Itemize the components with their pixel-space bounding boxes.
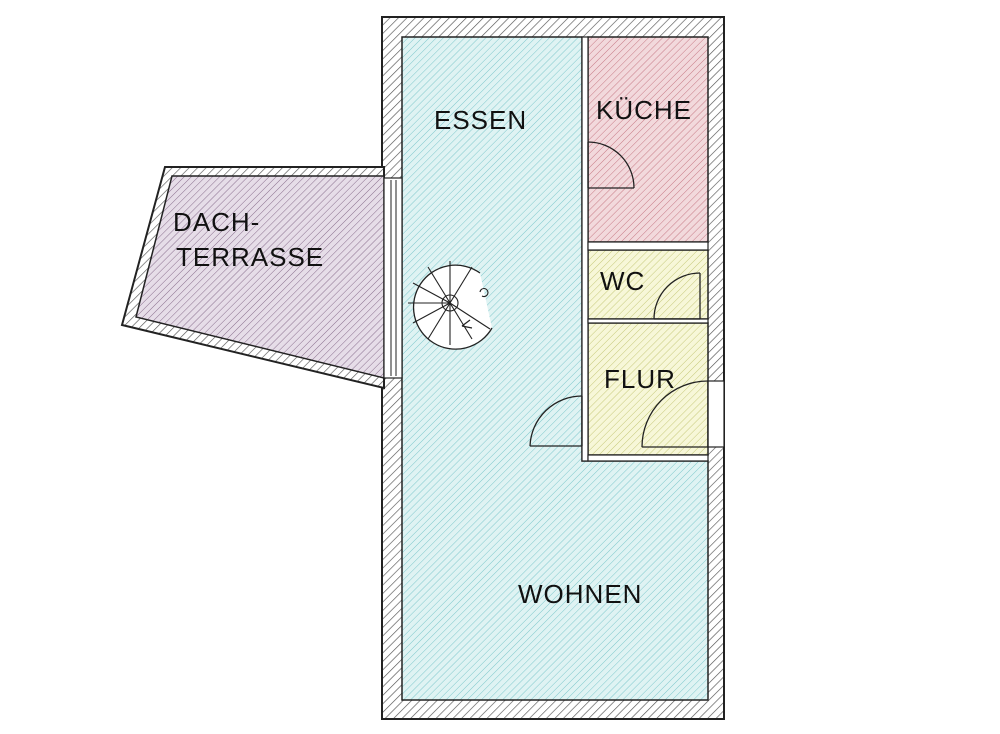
room-label-dachterrasse-line1: DACH- (173, 207, 260, 237)
wc-door-swing (653, 272, 701, 320)
room-label-flur: FLUR (604, 364, 676, 394)
kitchen-area (587, 36, 709, 243)
entrance-opening (707, 380, 725, 448)
terrace-door-frame (383, 177, 403, 379)
room-label-dachterrasse-line2: TERRASSE (176, 242, 324, 272)
room-label-wohnen: WOHNEN (518, 579, 642, 609)
entrance-door-swing (641, 380, 709, 448)
wc-area (587, 249, 709, 320)
room-label-wc: WC (600, 266, 645, 296)
hall-door-swing (529, 395, 583, 447)
interior-wall (587, 318, 709, 324)
interior-wall (587, 241, 709, 251)
interior-wall (581, 36, 589, 462)
interior-wall (587, 454, 709, 462)
kitchen-door-swing (587, 141, 635, 189)
spiral-staircase (408, 261, 493, 350)
room-label-kueche: KÜCHE (596, 95, 692, 125)
room-label-essen: ESSEN (434, 105, 527, 135)
